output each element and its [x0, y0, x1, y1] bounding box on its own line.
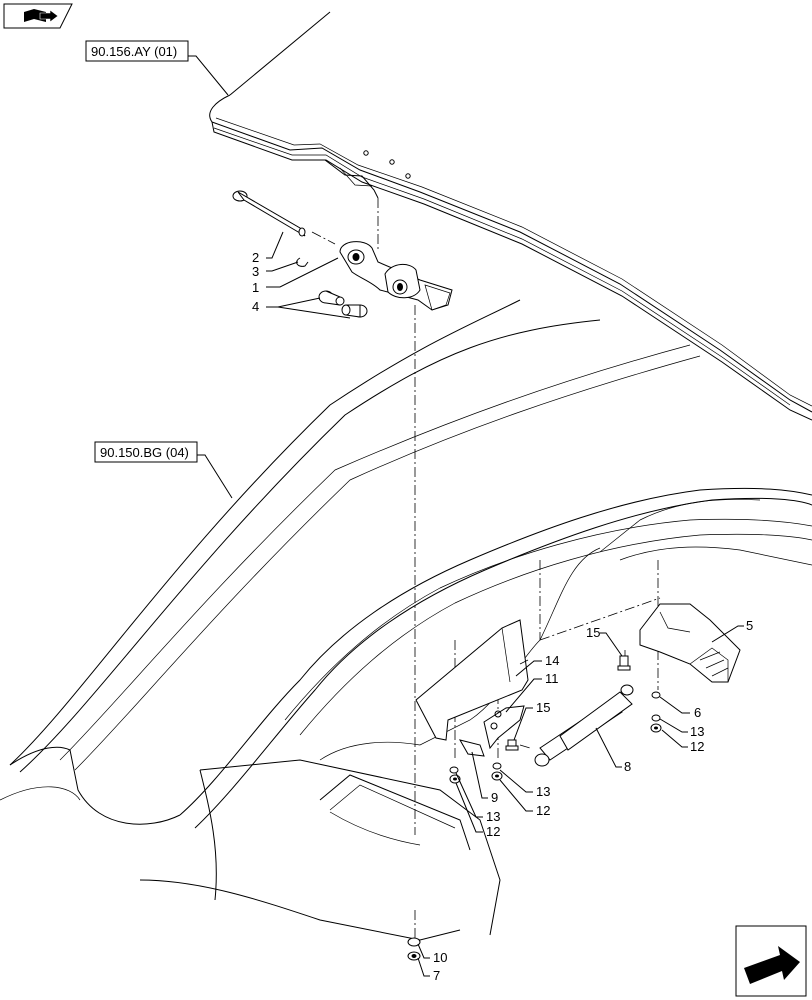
callout-14[interactable]: 14	[545, 653, 559, 668]
roof-reference-box[interactable]: 90.156.AY (01)	[85, 40, 229, 96]
clamp-part[interactable]	[458, 739, 485, 757]
callout-1[interactable]: 1	[252, 280, 259, 295]
callout-15-upper[interactable]: 15	[586, 625, 600, 640]
nut-12-right[interactable]	[650, 723, 662, 733]
screw-15-lower[interactable]	[505, 739, 519, 751]
nut-7[interactable]	[407, 951, 421, 961]
callout-2[interactable]: 2	[252, 250, 259, 265]
hinge-pin-part[interactable]	[232, 190, 306, 237]
roof-panel	[209, 11, 812, 421]
callout-12-mid[interactable]: 12	[536, 803, 550, 818]
book-arrow-icon[interactable]	[3, 3, 73, 29]
callout-leaders	[266, 231, 744, 977]
hinge-bracket-part[interactable]	[339, 241, 453, 311]
cab-shell	[0, 299, 812, 941]
callout-12-left[interactable]: 12	[486, 824, 500, 839]
bushing-part[interactable]	[318, 290, 368, 318]
washer-13-right[interactable]	[651, 714, 661, 722]
callout-9[interactable]: 9	[491, 790, 498, 805]
washer-13-left[interactable]	[449, 766, 459, 774]
navigation-arrow-icon[interactable]	[735, 925, 807, 997]
callout-7[interactable]: 7	[433, 968, 440, 983]
callout-13-right[interactable]: 13	[690, 724, 704, 739]
washer-13-mid[interactable]	[492, 762, 502, 770]
mounting-plate-part[interactable]	[415, 619, 529, 741]
gas-strut-part[interactable]	[534, 684, 634, 767]
roof-reference-label: 90.156.AY (01)	[91, 44, 177, 59]
callout-3[interactable]: 3	[252, 264, 259, 279]
washer-10[interactable]	[407, 937, 421, 947]
callout-6[interactable]: 6	[694, 705, 701, 720]
screw-15-upper[interactable]	[617, 655, 631, 671]
cab-reference-box[interactable]: 90.150.BG (04)	[94, 441, 233, 499]
hinge-housing-part[interactable]	[639, 603, 741, 683]
nut-12-mid[interactable]	[491, 771, 503, 781]
cab-reference-label: 90.150.BG (04)	[100, 445, 189, 460]
support-bracket-part[interactable]	[483, 705, 525, 750]
callout-13-mid[interactable]: 13	[536, 784, 550, 799]
callout-12-right[interactable]: 12	[690, 739, 704, 754]
washer-6[interactable]	[651, 691, 661, 699]
callout-11[interactable]: 11	[545, 671, 559, 686]
callout-13-left[interactable]: 13	[486, 809, 500, 824]
retaining-clip-part[interactable]	[296, 257, 309, 267]
callout-4[interactable]: 4	[252, 299, 259, 314]
fasteners	[407, 655, 662, 961]
callout-5[interactable]: 5	[746, 618, 753, 633]
callout-10[interactable]: 10	[433, 950, 447, 965]
callout-8[interactable]: 8	[624, 759, 631, 774]
callout-numbers: 2 3 1 4 5 15 14 11 15 6 13 12 8 9 13 12 …	[252, 250, 753, 983]
callout-15-lower[interactable]: 15	[536, 700, 550, 715]
